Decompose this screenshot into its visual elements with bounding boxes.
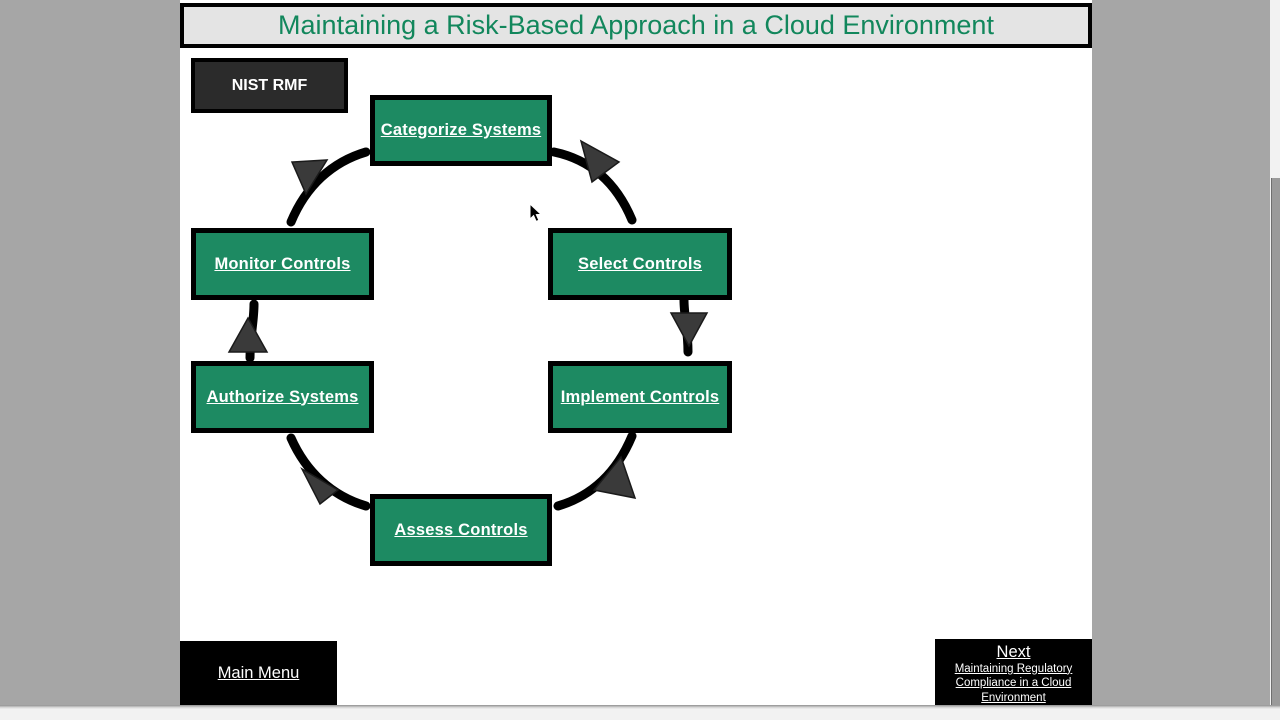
next-button[interactable]: Next Maintaining Regulatory Compliance i… bbox=[935, 639, 1092, 707]
cycle-node-implement-inner: Implement Controls bbox=[553, 366, 727, 428]
next-subtitle-line-3: Environment bbox=[981, 691, 1046, 704]
next-label: Next bbox=[996, 642, 1031, 661]
cycle-node-select-inner: Select Controls bbox=[553, 233, 727, 295]
arrow-path-implement-assess bbox=[553, 431, 637, 511]
cycle-node-categorize[interactable]: Categorize Systems bbox=[370, 95, 552, 166]
arrowhead-assess-authorize bbox=[300, 467, 340, 506]
arrow-path-select-implement bbox=[679, 295, 693, 357]
cycle-node-monitor[interactable]: Monitor Controls bbox=[191, 228, 374, 300]
main-menu-button[interactable]: Main Menu bbox=[180, 641, 337, 705]
arrowhead-authorize-monitor bbox=[227, 316, 269, 353]
arrowhead-select-implement bbox=[669, 312, 709, 348]
arrow-path-authorize-monitor bbox=[245, 299, 259, 363]
arrowhead-monitor-categorize bbox=[290, 159, 329, 196]
cycle-node-select[interactable]: Select Controls bbox=[548, 228, 732, 300]
arrowhead-implement-assess bbox=[592, 455, 637, 499]
slide-title-frame: Maintaining a Risk-Based Approach in a C… bbox=[180, 3, 1092, 48]
framework-tag: NIST RMF bbox=[191, 58, 348, 113]
cycle-node-categorize-label: Categorize Systems bbox=[380, 121, 542, 139]
slide-title-inner: Maintaining a Risk-Based Approach in a C… bbox=[184, 7, 1088, 44]
horizontal-scrollbar-shadow bbox=[0, 705, 1280, 709]
next-subtitle-line-2: Compliance in a Cloud bbox=[955, 677, 1072, 690]
arrow-path-monitor-categorize bbox=[286, 147, 371, 227]
next-subtitle-line-1: Maintaining Regulatory bbox=[954, 662, 1073, 675]
page-title: Maintaining a Risk-Based Approach in a C… bbox=[278, 10, 994, 40]
cycle-node-assess-inner: Assess Controls bbox=[375, 499, 547, 561]
cycle-node-monitor-inner: Monitor Controls bbox=[196, 233, 369, 295]
cycle-node-assess-label: Assess Controls bbox=[394, 520, 528, 539]
cycle-node-select-label: Select Controls bbox=[577, 254, 703, 273]
cycle-node-categorize-inner: Categorize Systems bbox=[375, 100, 547, 161]
main-menu-label: Main Menu bbox=[217, 663, 300, 682]
right-gutter bbox=[1092, 0, 1280, 705]
cycle-node-authorize[interactable]: Authorize Systems bbox=[191, 361, 374, 433]
cycle-node-authorize-label: Authorize Systems bbox=[206, 387, 359, 406]
slide-canvas: Maintaining a Risk-Based Approach in a C… bbox=[180, 0, 1092, 707]
arrowhead-categorize-select bbox=[579, 139, 621, 184]
cycle-node-monitor-label: Monitor Controls bbox=[214, 254, 351, 273]
cycle-node-authorize-inner: Authorize Systems bbox=[196, 366, 369, 428]
arrow-path-assess-authorize bbox=[286, 433, 371, 511]
cycle-node-assess[interactable]: Assess Controls bbox=[370, 494, 552, 566]
vertical-scrollbar-track[interactable] bbox=[1270, 0, 1280, 705]
framework-tag-label: NIST RMF bbox=[231, 76, 308, 94]
arrow-path-categorize-select bbox=[549, 147, 637, 225]
vertical-scrollbar-thumb[interactable] bbox=[1271, 178, 1280, 705]
mouse-cursor-icon bbox=[529, 203, 543, 223]
cycle-node-implement-label: Implement Controls bbox=[560, 387, 720, 406]
framework-tag-inner: NIST RMF bbox=[195, 62, 344, 109]
horizontal-scrollbar-track[interactable] bbox=[0, 709, 1280, 720]
cycle-node-implement[interactable]: Implement Controls bbox=[548, 361, 732, 433]
left-gutter bbox=[0, 0, 180, 705]
